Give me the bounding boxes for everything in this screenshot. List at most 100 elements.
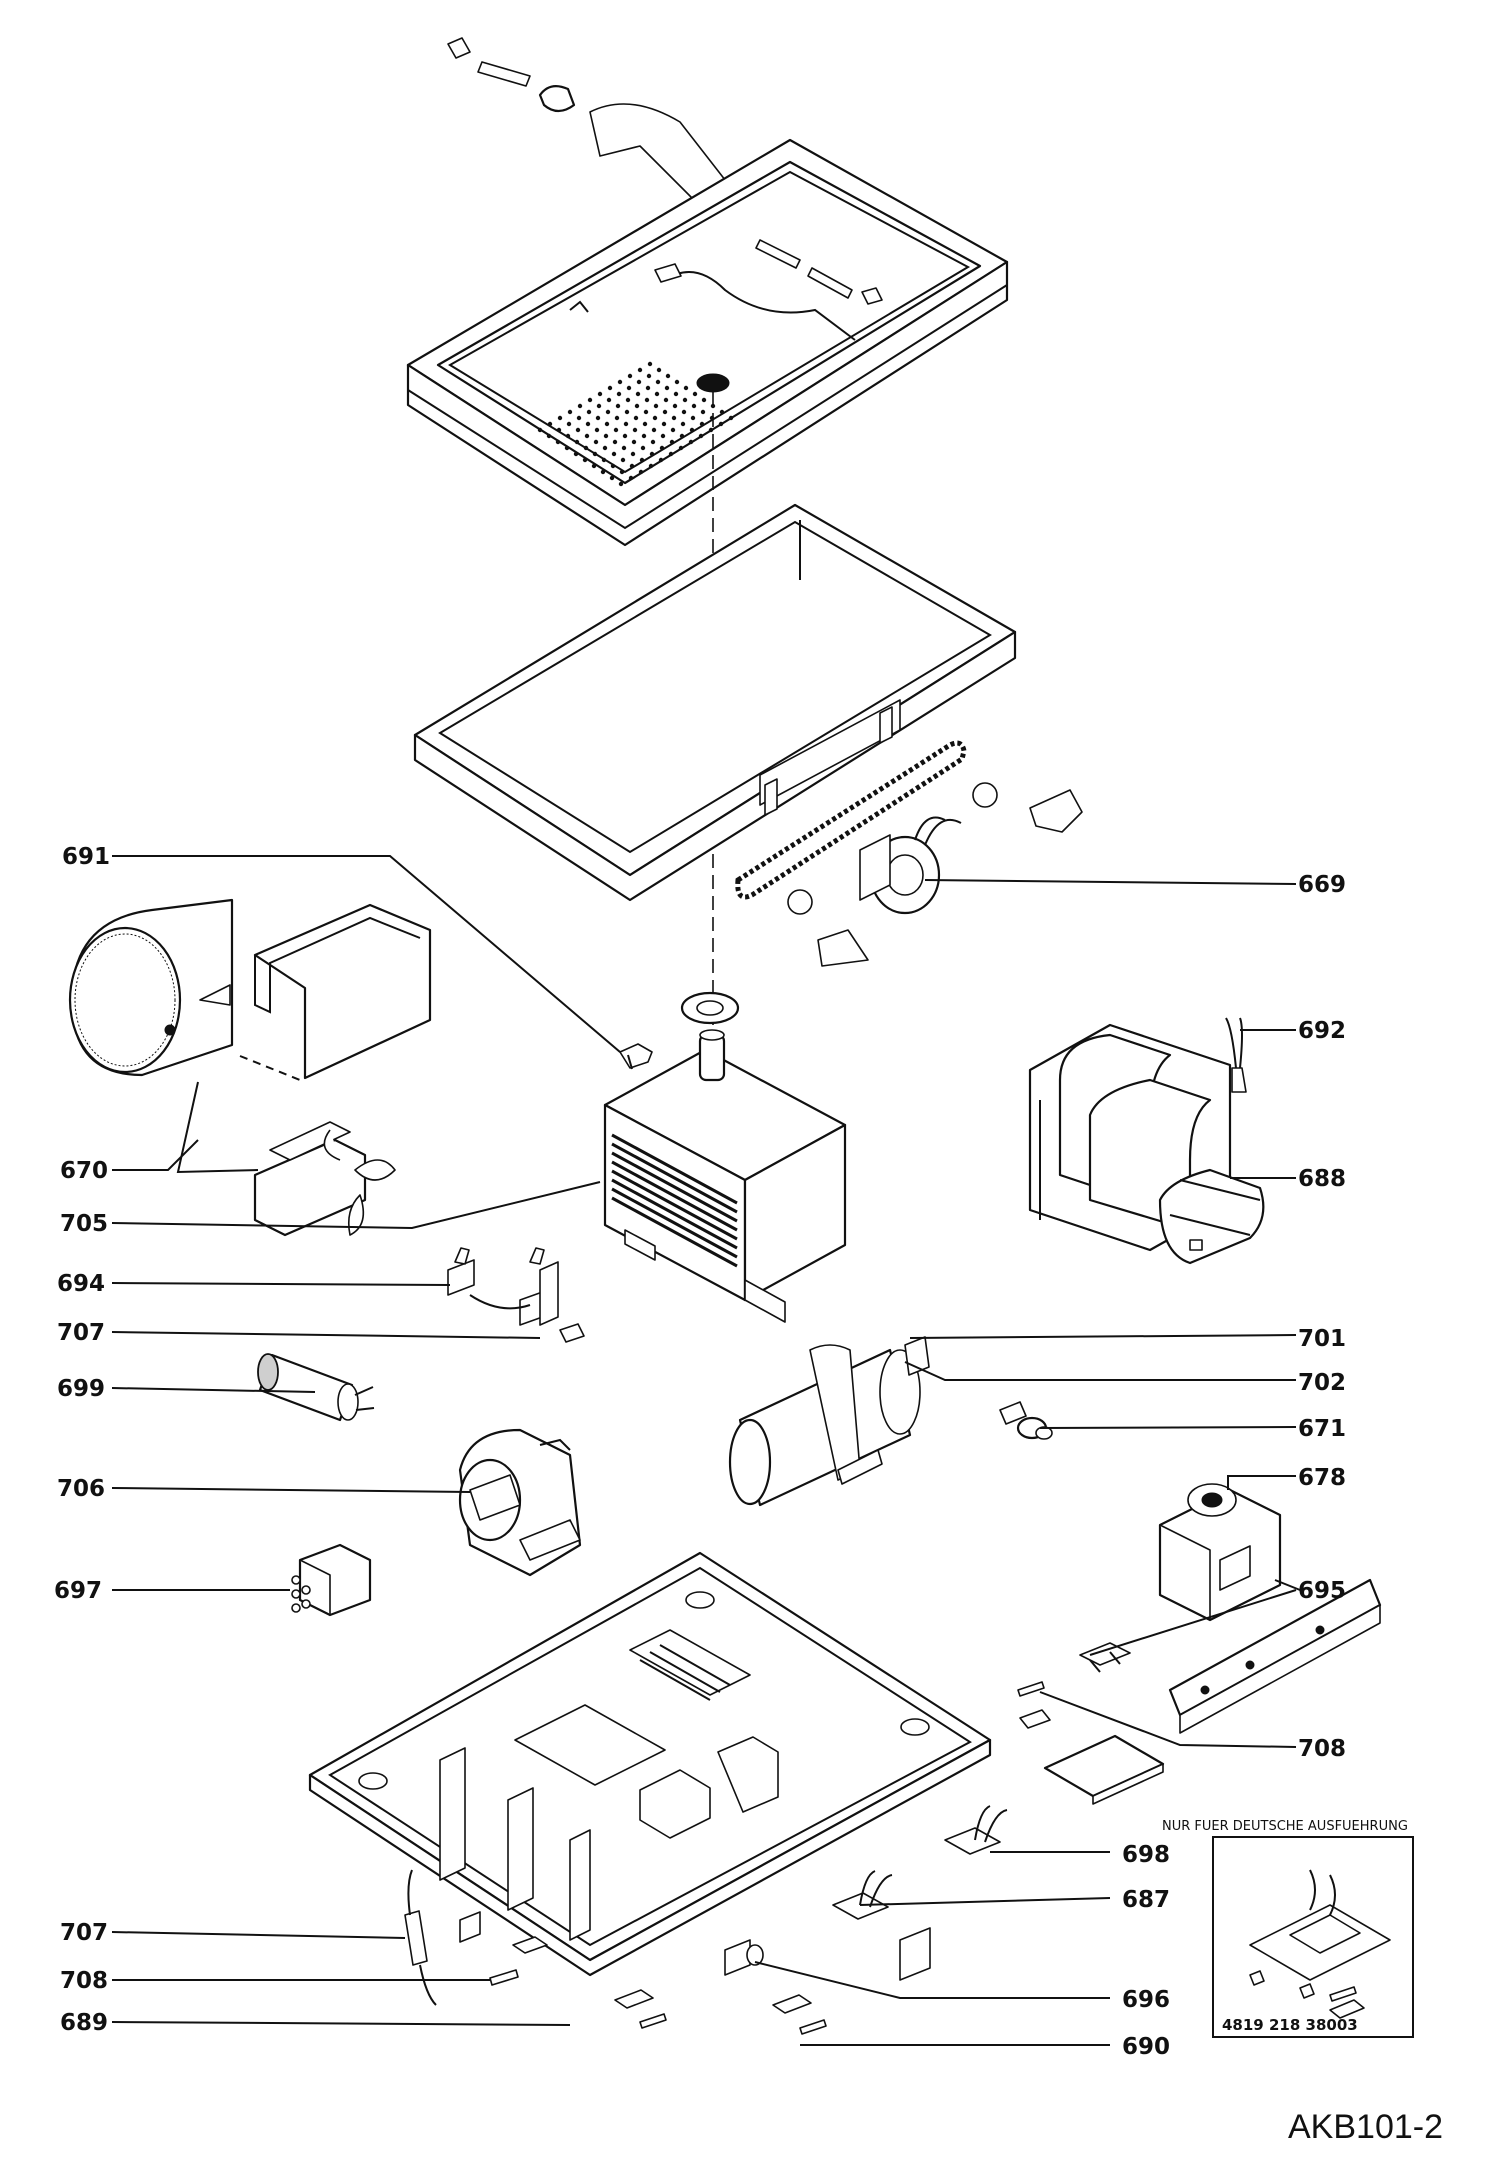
perforation-hole (594, 427, 600, 433)
perforation-hole (691, 403, 697, 409)
perforation-hole (701, 397, 707, 403)
perforation-hole (577, 403, 583, 409)
callout-689: 689 (60, 2010, 108, 2036)
callout-696: 696 (1122, 1987, 1170, 2013)
magnetron-cooling-fins (611, 1133, 738, 1268)
perforation-hole (683, 385, 689, 391)
perforation-hole (605, 409, 611, 415)
callout-694: 694 (57, 1271, 105, 1297)
high-voltage-transformer-part (1028, 1023, 1265, 1265)
perforation-hole (648, 463, 654, 469)
perforation-hole (603, 433, 609, 439)
perforation-hole (593, 439, 599, 445)
capacitor-part-699 (257, 1353, 375, 1422)
perforation-hole (655, 379, 661, 385)
callout-701: 701 (1298, 1326, 1346, 1352)
perforation-hole (708, 427, 714, 433)
perforation-hole (575, 427, 581, 433)
perforation-hole (555, 439, 561, 445)
perforation-hole (565, 433, 571, 439)
perforation-hole (595, 415, 601, 421)
washer-part (680, 991, 740, 1025)
perforation-hole (604, 421, 610, 427)
perforation-hole (641, 433, 647, 439)
thermal-cutout-part (999, 1401, 1053, 1440)
callout-699: 699 (57, 1376, 105, 1402)
magnetron-part (603, 1029, 847, 1323)
callout-690: 690 (1122, 2034, 1170, 2060)
perforation-grid (537, 361, 734, 487)
inset-heading: NUR FUER DEUTSCHE AUSFUEHRUNG (1162, 1819, 1408, 1834)
inset-part-number: 4819 218 38003 (1222, 2016, 1358, 2034)
high-voltage-capacitor-part (728, 1336, 930, 1507)
perforation-hole (617, 379, 623, 385)
perforation-hole (680, 421, 686, 427)
perforation-hole (653, 403, 659, 409)
pin-part-708a (1017, 1681, 1051, 1729)
perforation-hole (622, 433, 628, 439)
top-hinge-pin-part (447, 37, 576, 113)
callout-688: 688 (1298, 1166, 1346, 1192)
inset-german-version: NUR FUER DEUTSCHE AUSFUEHRUNG 4819 218 3… (1162, 1819, 1414, 2038)
perforation-hole (614, 415, 620, 421)
top-cavity-part (406, 37, 1009, 547)
cooling-fin (611, 1178, 738, 1250)
perforation-hole (576, 415, 582, 421)
perforation-hole (587, 397, 593, 403)
perforation-hole (678, 445, 684, 451)
relay-part-697 (291, 1543, 372, 1617)
perforation-hole (668, 451, 674, 457)
perforation-hole (566, 421, 572, 427)
perforation-hole (585, 421, 591, 427)
cooling-fin (611, 1160, 738, 1232)
perforation-hole (596, 403, 602, 409)
perforation-hole (591, 463, 597, 469)
perforation-hole (610, 463, 616, 469)
perforation-hole (537, 427, 543, 433)
callout-702: 702 (1298, 1370, 1346, 1396)
cover-plate-part (1043, 1734, 1165, 1805)
perforation-hole (606, 397, 612, 403)
perforation-hole (616, 391, 622, 397)
perforation-hole (673, 391, 679, 397)
perforation-hole (651, 427, 657, 433)
perforation-hole (661, 421, 667, 427)
perforation-hole (621, 445, 627, 451)
perforation-hole (647, 361, 653, 367)
perforation-hole (672, 403, 678, 409)
callout-678: 678 (1298, 1465, 1346, 1491)
callout-687: 687 (1122, 1887, 1170, 1913)
perforation-hole (639, 457, 645, 463)
perforation-hole (573, 451, 579, 457)
perforation-hole (582, 457, 588, 463)
drive-chain-part (735, 740, 1083, 967)
clip-part-bottom-left (459, 1911, 548, 1954)
callout-707-lower: 707 (60, 1920, 108, 1946)
perforation-hole (689, 427, 695, 433)
perforation-hole (640, 445, 646, 451)
perforation-hole (615, 403, 621, 409)
leader-lines (111, 855, 1297, 2046)
callout-708-upper: 708 (1298, 1736, 1346, 1762)
perforation-hole (618, 481, 624, 487)
perforation-hole (636, 379, 642, 385)
perforation-hole (669, 439, 675, 445)
cooling-fin (611, 1196, 738, 1268)
perforation-hole (670, 427, 676, 433)
turntable-motor-part (859, 816, 962, 915)
base-plate-part (308, 1551, 992, 1977)
callout-671: 671 (1298, 1416, 1346, 1442)
callout-698: 698 (1122, 1842, 1170, 1868)
perforation-hole (624, 409, 630, 415)
cooling-fin (611, 1133, 738, 1205)
perforation-hole (564, 445, 570, 451)
door-switch-assembly-part (447, 1247, 585, 1343)
perforation-hole (649, 451, 655, 457)
frame-part (413, 503, 1017, 902)
callout-697: 697 (54, 1578, 102, 1604)
perforation-hole (635, 391, 641, 397)
perforation-hole (628, 475, 634, 481)
perforation-hole (718, 421, 724, 427)
perforation-hole (663, 397, 669, 403)
